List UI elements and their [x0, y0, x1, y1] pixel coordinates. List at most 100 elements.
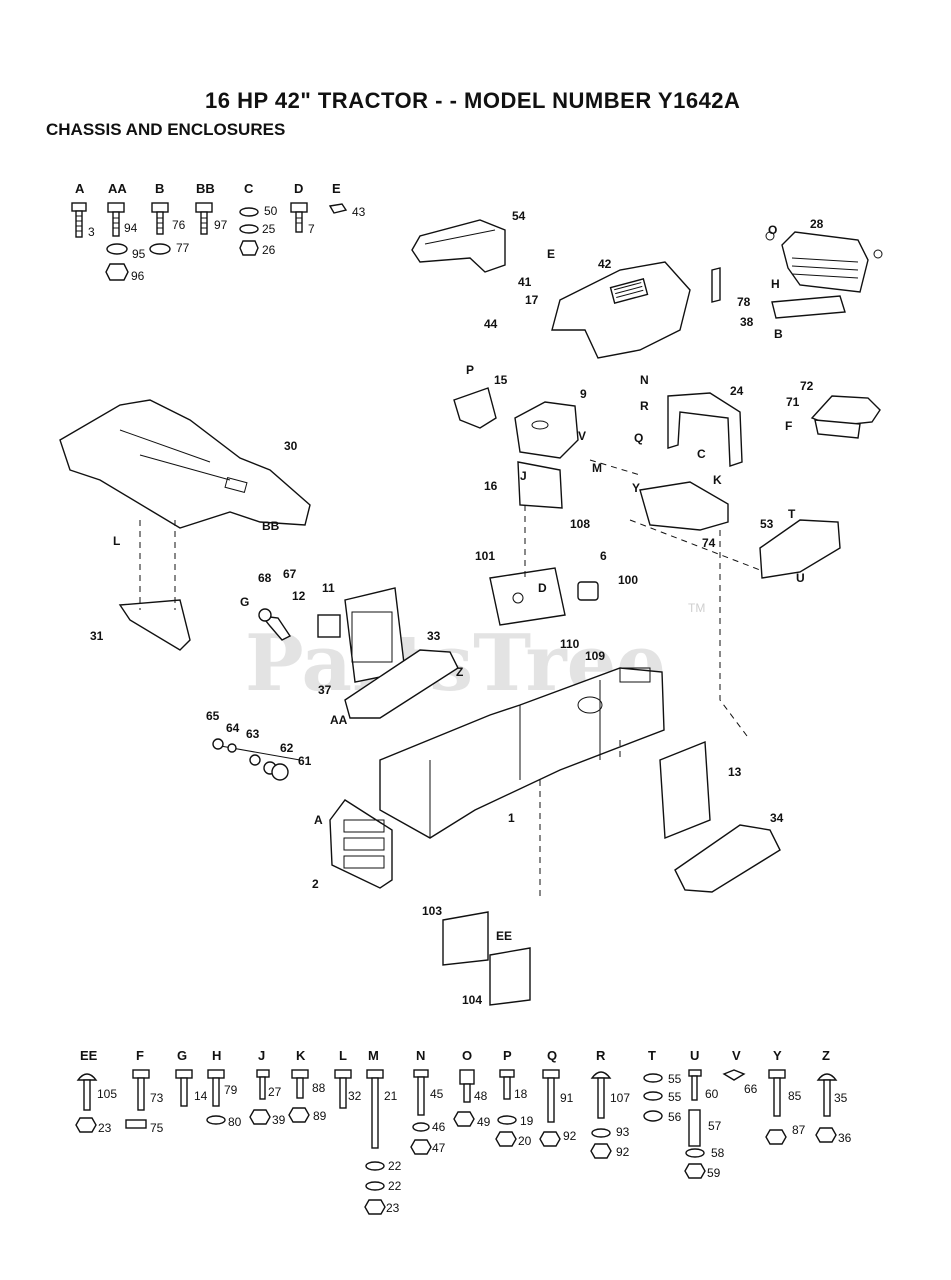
hw-key-D: D — [294, 181, 303, 196]
callout-F: F — [785, 419, 792, 433]
hw-part-46: 46 — [432, 1120, 446, 1134]
washer-icon — [685, 1148, 705, 1158]
grille-28 — [765, 231, 883, 293]
washer-icon — [643, 1110, 663, 1122]
hw-part-49: 49 — [477, 1115, 491, 1129]
callout-U: U — [796, 571, 805, 585]
callout-78: 78 — [737, 295, 751, 309]
hw-key-Q: Q — [547, 1048, 557, 1063]
hw-part-26: 26 — [262, 243, 276, 257]
nut-icon — [495, 1131, 517, 1147]
callout-71: 71 — [786, 395, 800, 409]
hw-key-BB: BB — [196, 181, 215, 196]
callout-1: 1 — [508, 811, 515, 825]
callout-Z: Z — [456, 665, 463, 679]
hw-key-J: J — [258, 1048, 265, 1063]
clip-icon — [125, 1119, 147, 1129]
hw-key-EE: EE — [80, 1048, 98, 1063]
footrest-right-34 — [674, 824, 781, 893]
callout-P: P — [466, 363, 474, 377]
callout-34: 34 — [770, 811, 784, 825]
hw-part-60: 60 — [705, 1087, 719, 1101]
callout-53: 53 — [760, 517, 774, 531]
hw-part-94: 94 — [124, 221, 138, 235]
hw-key-B: B — [155, 181, 164, 196]
washer-icon — [106, 243, 128, 255]
callout-EE: EE — [496, 929, 512, 943]
hw-part-39: 39 — [272, 1113, 286, 1127]
hw-key-M: M — [368, 1048, 379, 1063]
callout-13: 13 — [728, 765, 742, 779]
callout-17: 17 — [525, 293, 539, 307]
callout-54: 54 — [512, 209, 526, 223]
bracket-78 — [711, 267, 721, 303]
callout-A: A — [314, 813, 323, 827]
hw-part-22a: 22 — [388, 1159, 402, 1173]
hw-key-Z: Z — [822, 1048, 830, 1063]
callout-33: 33 — [427, 629, 441, 643]
callout-100: 100 — [618, 573, 638, 587]
bracket-31 — [118, 599, 191, 651]
callout-N: N — [640, 373, 649, 387]
frame-1 — [379, 667, 665, 839]
callout-Q: Q — [634, 431, 643, 445]
callout-2: 2 — [312, 877, 319, 891]
callout-12: 12 — [292, 589, 306, 603]
hw-key-F: F — [136, 1048, 144, 1063]
hw-part-23b: 23 — [386, 1201, 400, 1215]
callout-E: E — [547, 247, 555, 261]
callout-16: 16 — [484, 479, 498, 493]
callout-M: M — [592, 461, 602, 475]
hw-part-43: 43 — [352, 205, 366, 219]
hw-part-19: 19 — [520, 1114, 534, 1128]
hw-part-32: 32 — [348, 1089, 362, 1103]
nut-icon — [410, 1139, 432, 1155]
washer-icon — [412, 1122, 430, 1132]
hw-part-92b: 92 — [616, 1145, 630, 1159]
hw-part-14: 14 — [194, 1089, 208, 1103]
lockwasher-icon — [239, 207, 259, 217]
callout-42: 42 — [598, 257, 612, 271]
bottom-hardware-legend: EE 105 23 F 73 75 G 14 H 79 80 J 27 39 K… — [75, 1048, 852, 1215]
plate-12 — [317, 614, 341, 638]
support-38 — [771, 295, 846, 319]
plate-15 — [453, 387, 497, 429]
hw-part-97: 97 — [214, 218, 228, 232]
hw-part-3: 3 — [88, 225, 95, 239]
hw-part-66: 66 — [744, 1082, 758, 1096]
bracket-104 — [489, 947, 531, 1006]
nut-icon — [539, 1131, 561, 1147]
bracket-16 — [517, 461, 563, 509]
washer-icon — [643, 1091, 663, 1101]
panel-2 — [329, 799, 393, 889]
hw-part-18: 18 — [514, 1087, 528, 1101]
clip-icon — [328, 203, 348, 214]
hw-part-95: 95 — [132, 247, 146, 261]
hw-part-80: 80 — [228, 1115, 242, 1129]
hw-part-48: 48 — [474, 1089, 488, 1103]
callout-6: 6 — [600, 549, 607, 563]
hw-part-27: 27 — [268, 1085, 282, 1099]
callout-30: 30 — [284, 439, 298, 453]
callout-72: 72 — [800, 379, 814, 393]
callout-R: R — [640, 399, 649, 413]
hw-part-107: 107 — [610, 1091, 630, 1105]
hw-key-N: N — [416, 1048, 425, 1063]
callout-110: 110 — [560, 637, 580, 651]
hw-key-Y: Y — [773, 1048, 782, 1063]
hw-key-E: E — [332, 181, 341, 196]
hood-17 — [551, 261, 691, 359]
hw-part-89: 89 — [313, 1109, 327, 1123]
callout-38: 38 — [740, 315, 754, 329]
nut-icon — [590, 1143, 612, 1159]
fender-30 — [59, 399, 311, 529]
carriage-bolt-icon — [76, 1073, 98, 1081]
hw-part-22b: 22 — [388, 1179, 402, 1193]
lever-67 — [258, 608, 292, 641]
top-hardware-legend: A AA B BB C D E 3 94 95 96 76 — [71, 181, 366, 283]
washer-icon — [497, 1115, 517, 1125]
hw-part-36: 36 — [838, 1131, 852, 1145]
callout-68: 68 — [258, 571, 272, 585]
hw-part-96: 96 — [131, 269, 145, 283]
